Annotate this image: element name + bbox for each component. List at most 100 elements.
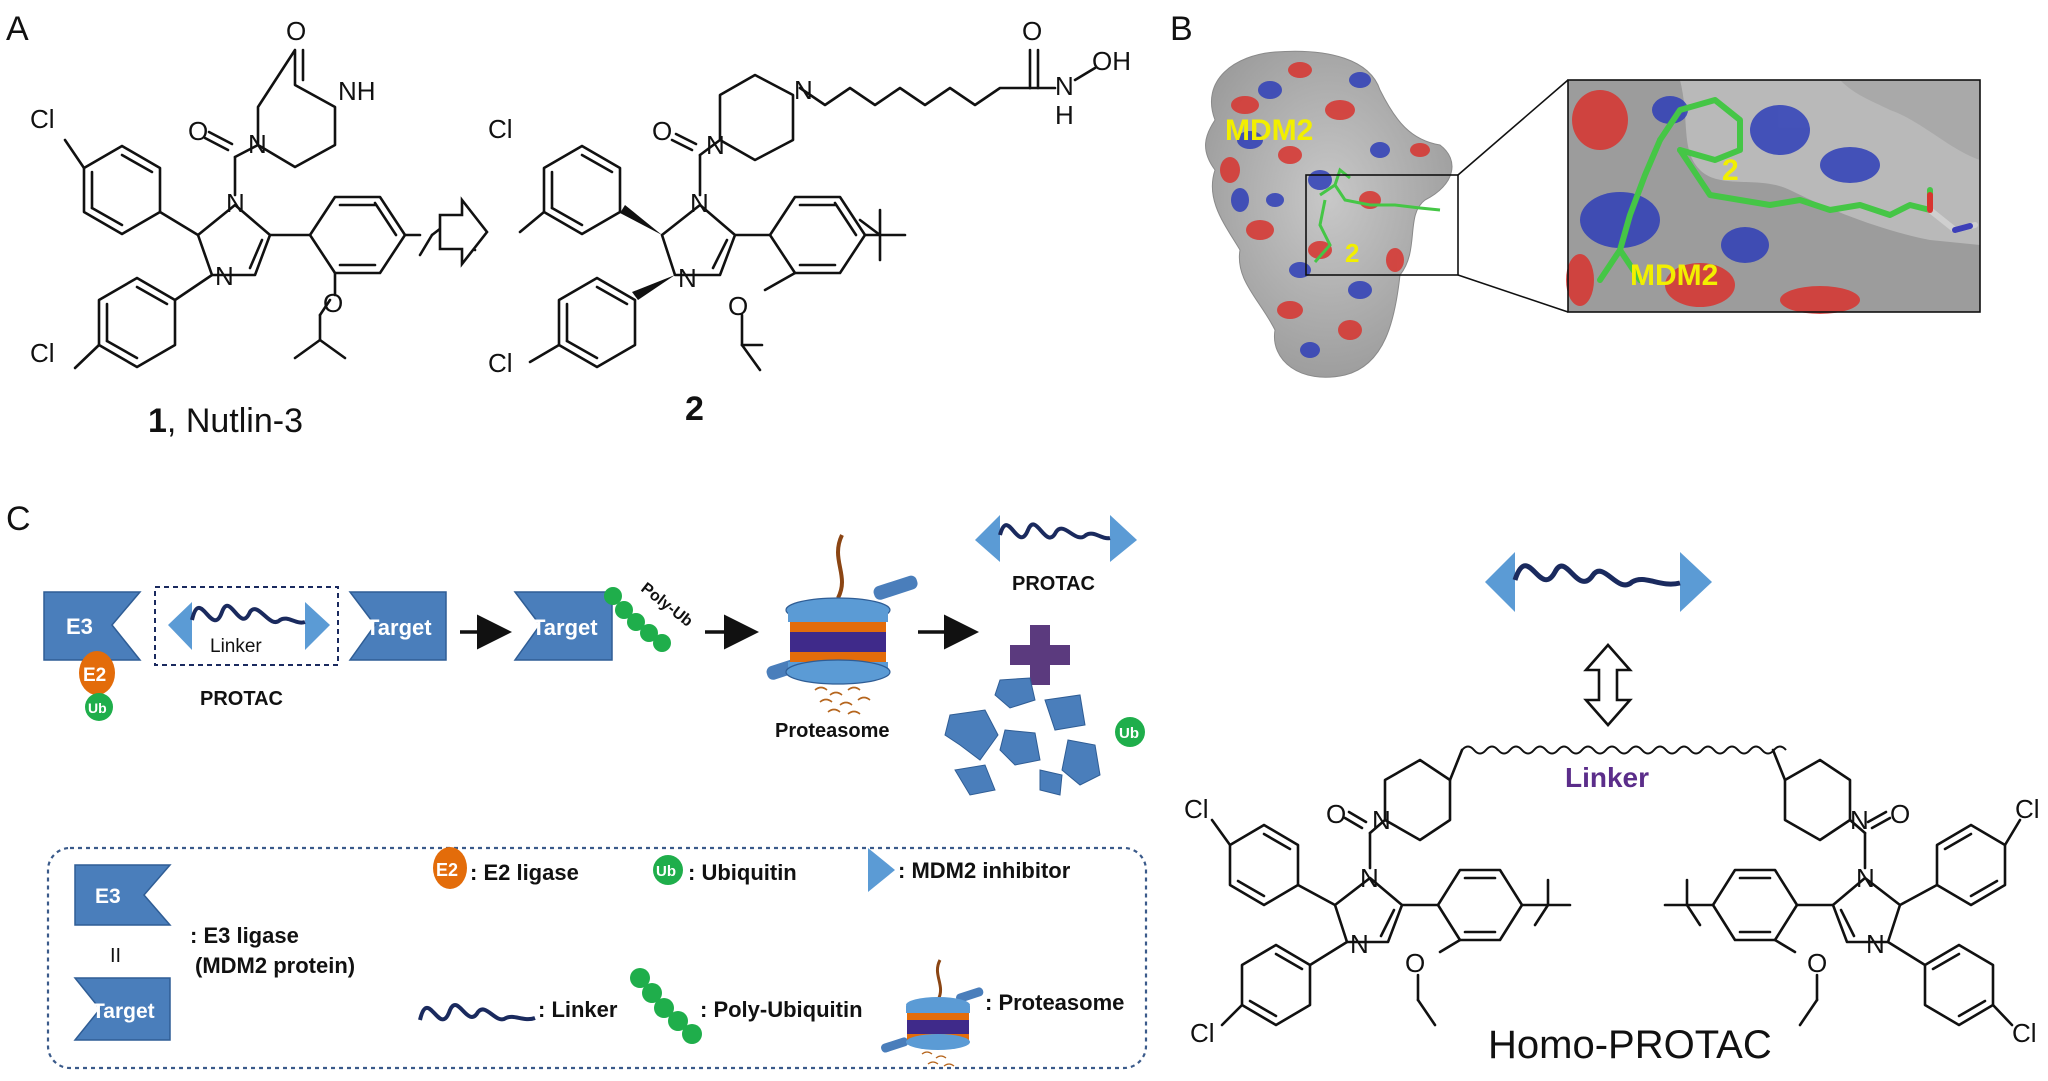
legend-e3-text-1: : E3 ligase [190, 923, 299, 948]
protac-label-2: PROTAC [1012, 573, 1095, 595]
legend-e2-label: E2 [436, 860, 458, 880]
poly-ub-label: Poly-Ub [638, 580, 696, 631]
e3-ligase-block [43, 591, 142, 661]
legend-inhibitor-text: : MDM2 inhibitor [898, 858, 1071, 883]
c2-h-hydroxamic: H [1055, 100, 1074, 130]
homo-protac-left-monomer [1210, 748, 1572, 1027]
hp-right-cl-bottom: Cl [2012, 1018, 2037, 1048]
c2-n-piperazine-left: N [706, 130, 725, 160]
proteasome-label: Proteasome [775, 720, 890, 742]
mdm2-surface-overview [1205, 50, 1453, 378]
proteasome-icon [766, 534, 918, 715]
legend-box [46, 846, 1148, 1070]
ligand-2-label-overview: 2 [1345, 238, 1359, 268]
compound-2-label: 2 [685, 390, 704, 428]
homo-protac-title: Homo-PROTAC [1488, 1023, 1772, 1067]
hp-left-n3: N [1350, 929, 1369, 959]
released-protac-triangle-left [975, 515, 1000, 562]
compound-1-structure [63, 48, 477, 370]
panel-label-c: C [6, 500, 31, 538]
c2-oh: OH [1092, 46, 1131, 76]
legend-ub-label: Ub [656, 863, 676, 880]
homo-protac-linker-wave [1512, 563, 1681, 588]
protac-dashed-box [154, 586, 339, 666]
legend-linker-text: : Linker [538, 997, 618, 1022]
e2-ligase-icon [79, 651, 115, 695]
protac-label-1: PROTAC [200, 688, 283, 710]
legend-proteasome-icon [881, 959, 984, 1067]
c1-nh: NH [338, 76, 376, 106]
c2-n1: N [690, 188, 709, 218]
hp-right-o-amide: O [1890, 799, 1910, 829]
legend-e3-text-2: (MDM2 protein) [195, 953, 355, 978]
hp-right-o-ethoxy: O [1807, 948, 1827, 978]
legend-polyub-chain [630, 968, 702, 1044]
hp-left-n1: N [1360, 863, 1379, 893]
legend-proteasome-text: : Proteasome [985, 990, 1124, 1015]
double-arrow-vertical [1583, 643, 1633, 727]
ubiquitin-icon [85, 693, 113, 721]
target-label-2: Target [532, 615, 598, 640]
released-ub-label: Ub [1119, 725, 1139, 742]
legend-e3-label: E3 [95, 885, 121, 908]
legend-e3-icon [74, 864, 172, 926]
homo-protac-structure-linker [1461, 745, 1787, 755]
compound-2-structure [518, 48, 1097, 372]
e2-label: E2 [83, 665, 106, 686]
legend-ub-text: : Ubiquitin [688, 860, 797, 885]
zoom-view-frame [1567, 79, 1981, 313]
zoom-connector-top [1457, 79, 1569, 176]
homo-protac-linker-label: Linker [1565, 762, 1649, 793]
hp-right-n-piperazine: N [1850, 805, 1869, 835]
c1-n1: N [226, 188, 245, 218]
compound-1-label: 1, Nutlin-3 [148, 402, 303, 440]
mdm2-inhibitor-triangle-left [168, 602, 192, 650]
c2-cl-top: Cl [488, 114, 513, 144]
legend-equals: II [110, 945, 121, 967]
homo-protac-right-monomer [1663, 748, 2022, 1027]
target-block-1 [348, 591, 447, 661]
c2-cl-bottom: Cl [488, 348, 513, 378]
mdm2-label-overview: MDM2 [1225, 114, 1313, 147]
hp-left-cl-top: Cl [1184, 794, 1209, 824]
legend-target-label: Target [92, 1000, 155, 1023]
degraded-target-fragments [944, 677, 1101, 796]
linker-wave [190, 603, 306, 625]
released-protac-linker [998, 522, 1111, 541]
c1-o-carbonyl: O [286, 16, 306, 46]
hp-left-o-ethoxy: O [1405, 948, 1425, 978]
c1-o-amide: O [188, 116, 208, 146]
legend-e2-text: : E2 ligase [470, 860, 579, 885]
hp-left-n-piperazine: N [1372, 805, 1391, 835]
panel-label-b: B [1170, 10, 1193, 48]
legend-e2-icon [433, 847, 467, 889]
c1-n3: N [215, 261, 234, 291]
c2-n3: N [678, 263, 697, 293]
c2-o-ethoxy: O [728, 291, 748, 321]
homo-protac-triangle-left [1485, 552, 1515, 612]
released-protac-triangle-right [1110, 515, 1137, 562]
c2-o-amide: O [652, 116, 672, 146]
legend-inhibitor-triangle [868, 848, 895, 892]
hp-left-cl-bottom: Cl [1190, 1018, 1215, 1048]
hollow-arrow-right [438, 196, 489, 268]
poly-ubiquitin-chain [604, 587, 671, 652]
c2-n-hydroxamic: N [1055, 71, 1074, 101]
zoom-connector-bottom [1457, 274, 1569, 313]
ligand-2-label-zoom: 2 [1722, 154, 1739, 187]
c2-o-hydroxamic: O [1022, 16, 1042, 46]
hp-left-o-amide: O [1326, 799, 1346, 829]
legend-linker-wave [418, 1003, 536, 1022]
mdm2-label-zoom: MDM2 [1630, 259, 1718, 292]
legend-polyub-text: : Poly-Ubiquitin [700, 997, 863, 1022]
homo-protac-triangle-right [1680, 552, 1712, 612]
mdm2-zoom-view [1566, 80, 1980, 314]
c1-n-ring: N [248, 129, 267, 159]
legend-target-icon [73, 977, 171, 1041]
c1-cl-bottom: Cl [30, 338, 55, 368]
e3-label: E3 [66, 614, 93, 639]
plus-sign [1010, 625, 1070, 685]
zoom-region-box [1305, 174, 1459, 276]
panel-label-a: A [6, 10, 29, 48]
